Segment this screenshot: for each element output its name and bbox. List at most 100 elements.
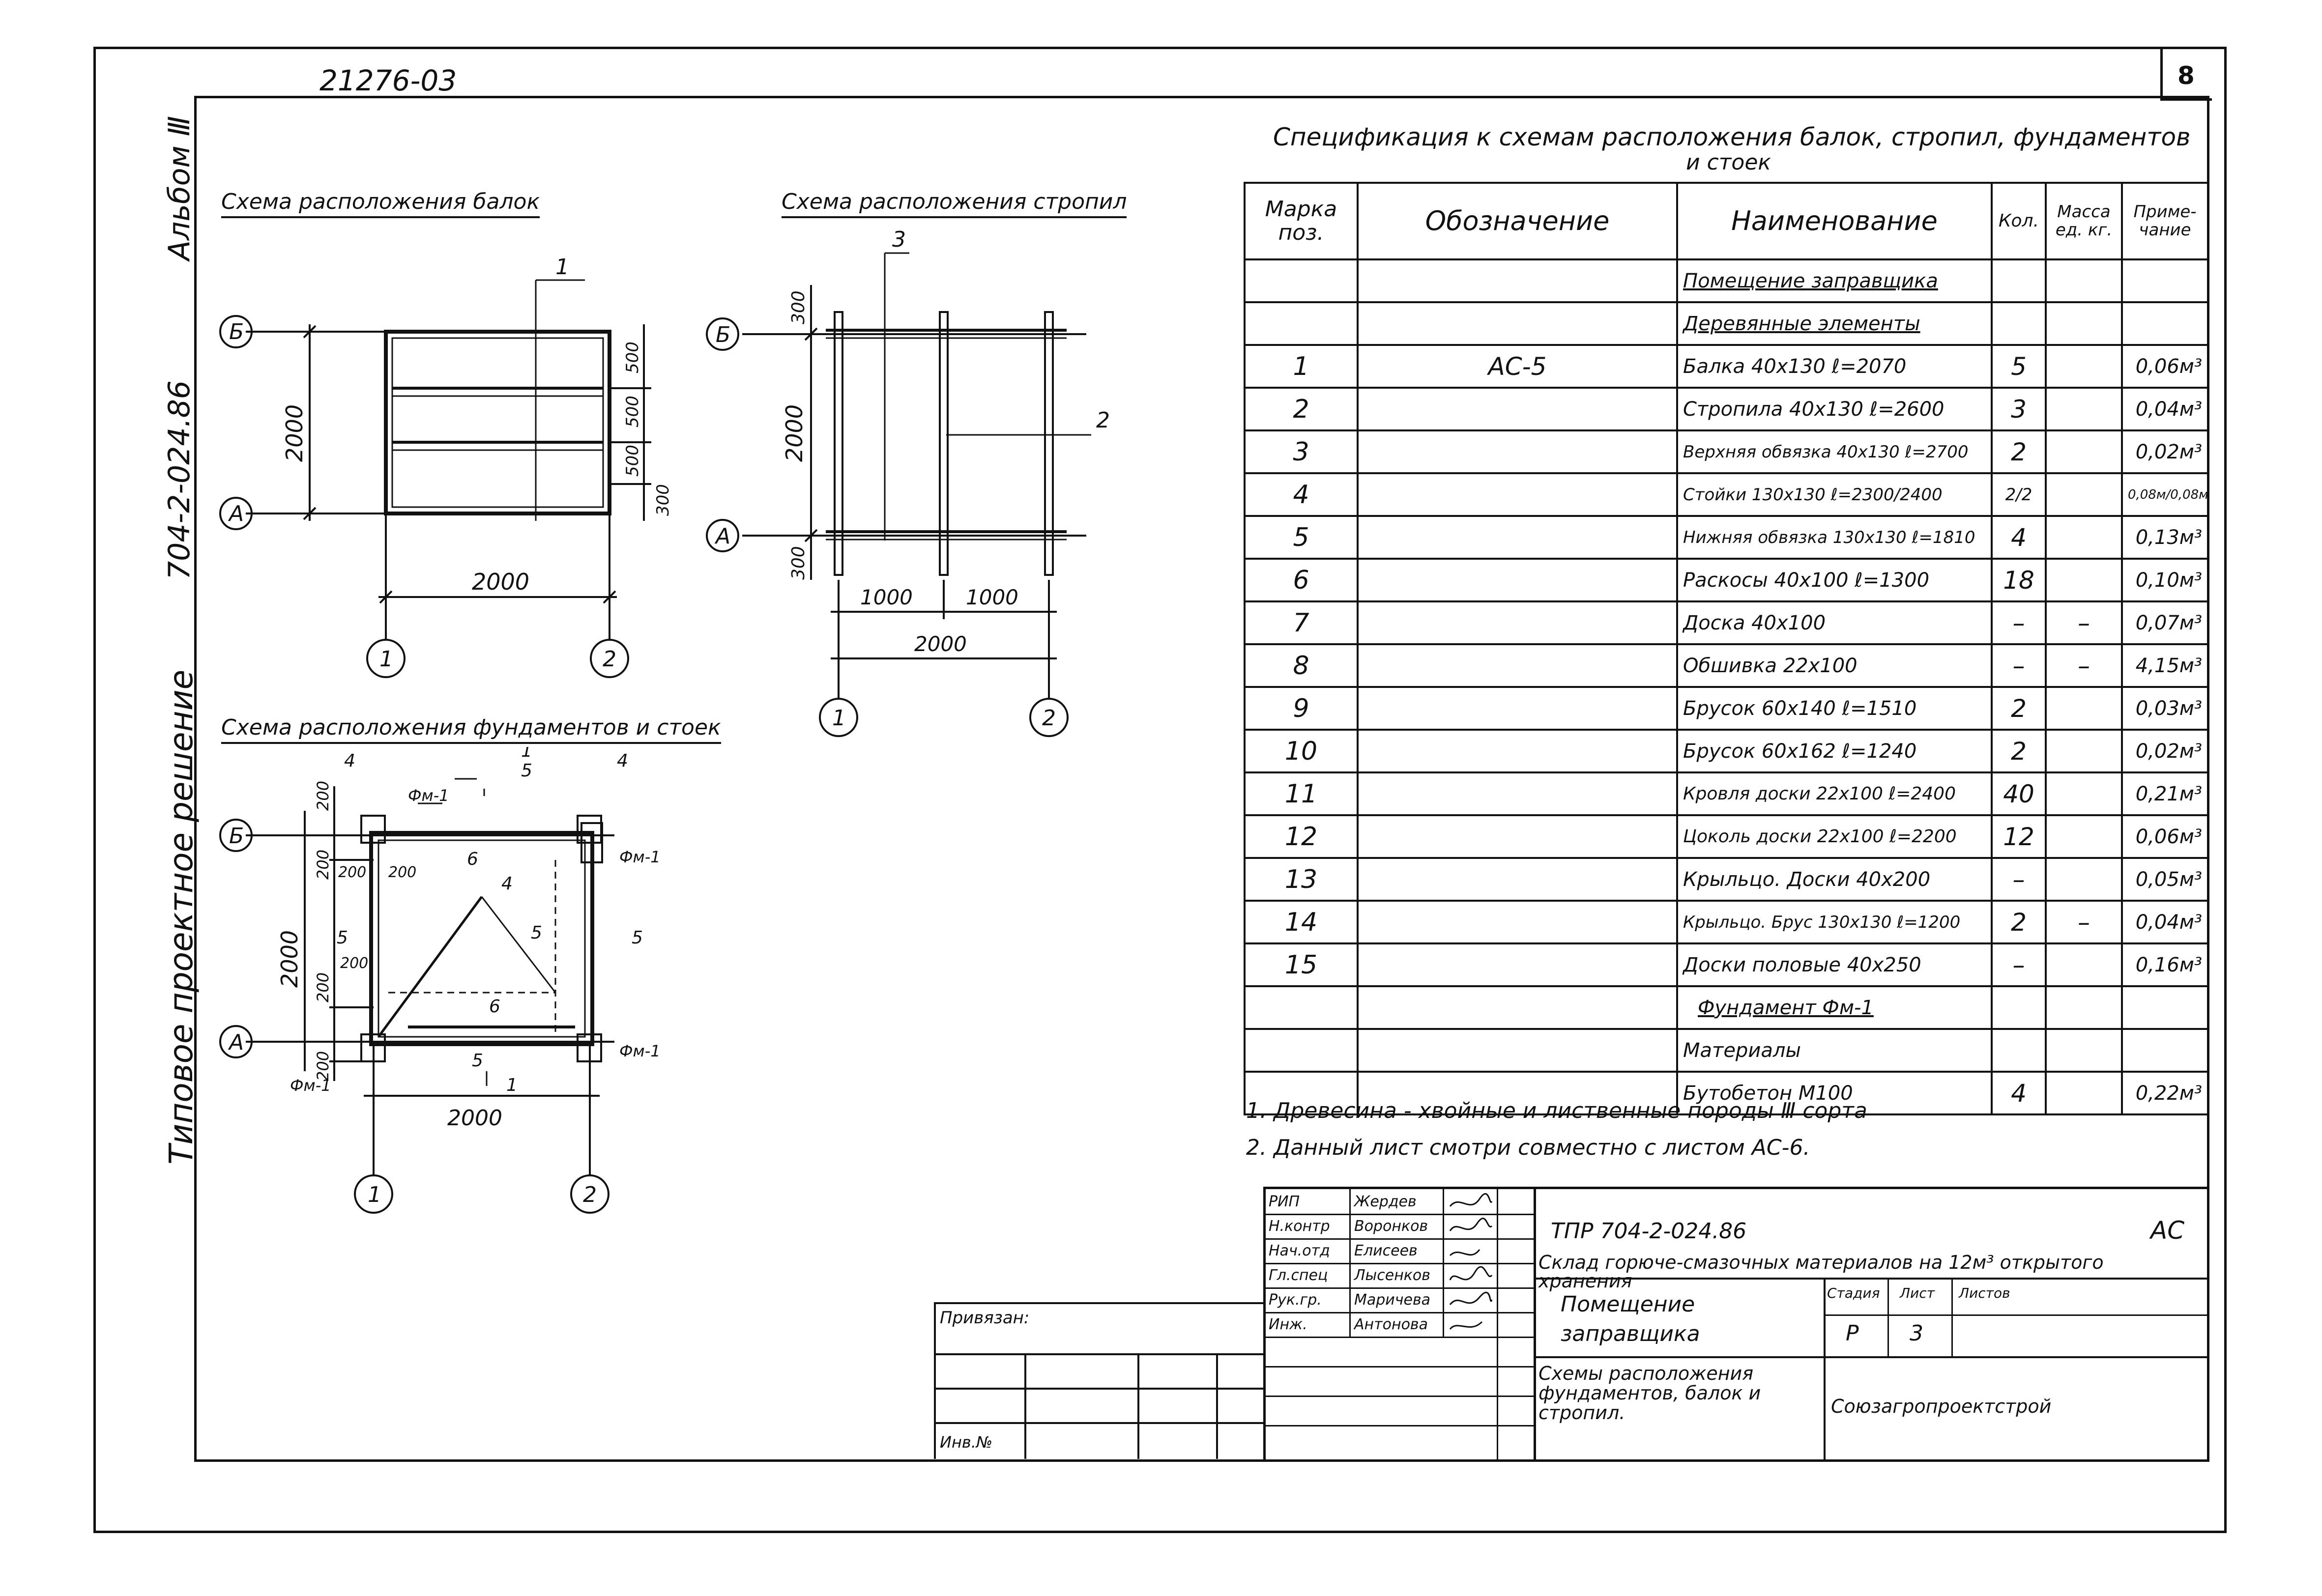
beams-dim-r3: 300 xyxy=(653,484,673,516)
spec-header-name: Наименование xyxy=(1676,182,1993,260)
staff-role-4: Рук.гр. xyxy=(1269,1291,1322,1309)
foundations-fm-3: Фм-1 xyxy=(290,1076,331,1095)
attached-label: Привязан: xyxy=(940,1308,1030,1328)
spec-header-designation: Обозначение xyxy=(1357,182,1678,260)
sheet-number: 8 xyxy=(2177,61,2195,90)
foundations-mark-9: 6 xyxy=(489,997,500,1017)
title-block: РИП Жердев Н.контр Воронков Нач.отд Елис… xyxy=(1263,1187,2207,1459)
table-row: Помещение заправщика xyxy=(1244,258,2209,303)
foundations-mark-4: 5 xyxy=(531,923,542,943)
foundations-dim-i1: 200 xyxy=(388,864,416,881)
foundations-mark-2: 5 xyxy=(521,761,532,781)
rafters-dim-bottom: 300 xyxy=(788,546,809,580)
staff-role-0: РИП xyxy=(1269,1193,1300,1210)
staff-name-2: Елисеев xyxy=(1354,1242,1418,1259)
foundations-dim-l2: 200 xyxy=(314,972,332,1002)
foundations-dim-i0: 200 xyxy=(338,864,366,881)
foundations-fm-1: Фм-1 xyxy=(619,848,661,866)
rafters-dim-mid: 2000 xyxy=(781,404,808,462)
sheet-number-box xyxy=(2160,49,2212,101)
staff-name-3: Лысенков xyxy=(1354,1267,1430,1284)
beams-scheme-title: Схема расположения балок xyxy=(221,189,540,218)
beams-axis-left: 1 xyxy=(379,647,393,672)
stage-label: Стадия xyxy=(1827,1285,1880,1301)
foundations-axis-right: 2 xyxy=(583,1182,597,1207)
signatures xyxy=(1449,1193,1493,1330)
staff-role-2: Нач.отд xyxy=(1269,1242,1330,1259)
project-code-vertical: 704-2-024.86 xyxy=(162,380,197,580)
outer-frame xyxy=(93,47,2227,1533)
table-row: Материалы xyxy=(1244,1028,2209,1073)
staff-name-4: Маричева xyxy=(1354,1291,1431,1309)
foundations-mark-3: 5 xyxy=(337,928,348,948)
beams-dim-width: 2000 xyxy=(472,569,529,595)
foundations-dim-width: 2000 xyxy=(447,1106,502,1131)
beams-scheme: Б А 1 2 2000 2000 1 500 500 500 300 xyxy=(219,255,673,678)
foundations-axis-top: Б xyxy=(229,824,244,849)
rafters-axis-right: 2 xyxy=(1042,706,1056,731)
foundations-mark-11: 1 xyxy=(506,1075,518,1095)
foundations-dim-l0: 200 xyxy=(314,781,332,811)
foundations-mark-8: 6 xyxy=(467,849,478,869)
note-1: 1. Древесина - хвойные и лиственные поро… xyxy=(1246,1098,1867,1123)
beams-dim-r1: 500 xyxy=(623,396,642,428)
staff-name-1: Воронков xyxy=(1354,1218,1428,1235)
foundations-scheme: Б А 1 2 2000 2000 200 200 200 200 200 20… xyxy=(219,747,661,1214)
staff-role-1: Н.контр xyxy=(1269,1218,1330,1235)
spec-header-qty: Кол. xyxy=(1991,182,2047,260)
rafters-axis-top: Б xyxy=(716,322,730,347)
project-number: ТПР 704-2-024.86 xyxy=(1551,1219,1747,1244)
foundations-dim-i2: 200 xyxy=(340,955,368,972)
spec-title-line2: и стоек xyxy=(1686,150,1771,175)
attached-block: Привязан: Инв.№ xyxy=(934,1302,1265,1459)
sheet-label: Лист xyxy=(1900,1285,1935,1301)
foundations-mark-1: 4 xyxy=(617,751,628,771)
spec-body: Помещение заправщика Деревянные элементы… xyxy=(1244,258,2209,1115)
foundations-dim-height: 2000 xyxy=(276,930,303,988)
spec-title-line1: Спецификация к схемам расположения балок… xyxy=(1273,123,2191,151)
rafters-mark-top: 3 xyxy=(892,227,906,252)
beams-mark: 1 xyxy=(555,255,569,280)
foundations-mark-6: 4 xyxy=(501,874,513,894)
rafters-scheme-title: Схема расположения стропил xyxy=(782,189,1127,218)
staff-name-0: Жердев xyxy=(1354,1193,1417,1210)
stage-value: Р xyxy=(1846,1321,1859,1346)
rafters-scheme: Б А 1 2 300 2000 300 1000 1000 2000 3 2 xyxy=(706,227,1110,737)
rafters-dim-span-b: 1000 xyxy=(966,585,1018,609)
organization: Союзагропроектстрой xyxy=(1831,1396,2052,1417)
sheet-title: Схемы расположения фундаментов, балок и … xyxy=(1538,1363,1761,1424)
foundations-mark-10: 1 xyxy=(521,747,532,761)
spec-header-row: Марка поз. Обозначение Наименование Кол.… xyxy=(1244,182,2209,260)
rafters-axis-left: 1 xyxy=(832,706,846,731)
spec-table: Марка поз. Обозначение Наименование Кол.… xyxy=(1244,182,2209,1115)
foundations-dim-l3: 200 xyxy=(314,1051,332,1081)
foundations-mark-7: 5 xyxy=(472,1051,483,1071)
rafters-dim-total: 2000 xyxy=(914,632,967,656)
spec-header-mark: Марка поз. xyxy=(1244,182,1359,260)
rafters-dim-top: 300 xyxy=(788,290,809,324)
sheet-code: 21276-03 xyxy=(319,64,457,97)
foundations-axis-bottom: А xyxy=(228,1030,244,1055)
staff-role-5: Инж. xyxy=(1269,1316,1307,1333)
rafters-axis-bottom: А xyxy=(714,524,730,549)
table-row: Деревянные элементы xyxy=(1244,301,2209,346)
foundations-mark-0: 4 xyxy=(344,751,355,771)
note-2: 2. Данный лист смотри совместно с листом… xyxy=(1246,1135,1810,1160)
room-name: Помещение заправщика xyxy=(1561,1292,1700,1346)
sheets-label: Листов xyxy=(1959,1285,2010,1301)
